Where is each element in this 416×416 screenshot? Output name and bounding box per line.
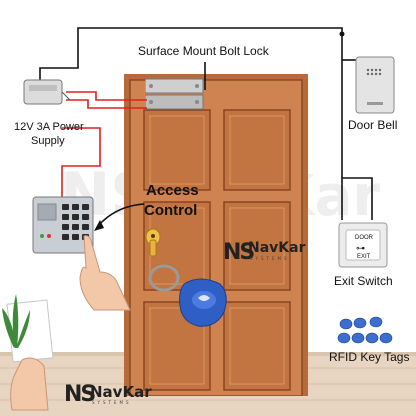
footer-logo-mark: NS <box>64 382 96 407</box>
door-bell-label: Door Bell <box>348 118 398 132</box>
access-control-label-2: Control <box>144 202 198 219</box>
hand-icon <box>79 235 131 311</box>
access-control-label-1: Access <box>146 182 199 199</box>
exit-switch-icon <box>338 222 388 268</box>
door-panel <box>223 109 291 191</box>
key-icon: ⊶ <box>356 243 365 253</box>
door-logo-sub: SYSTEMS <box>250 256 290 261</box>
rfid-key-tags-label: RFID Key Tags <box>329 350 410 364</box>
plant-icon <box>2 294 30 348</box>
pointer-arrow-icon <box>94 203 145 231</box>
keyhole-lock <box>145 228 161 257</box>
exit-switch-top-text: DOOR <box>355 235 373 241</box>
wire-red <box>66 91 147 101</box>
power-supply-label-2: Supply <box>31 135 65 147</box>
door-panel <box>223 201 291 291</box>
rfid-keyfob-icon <box>148 264 227 327</box>
exit-switch-label: Exit Switch <box>334 274 393 288</box>
wire-red <box>61 127 101 198</box>
door-panel <box>223 301 291 391</box>
door-logo-mark: NS <box>223 240 255 265</box>
rfid-key-tags-icon <box>337 316 393 344</box>
wire-red <box>66 99 147 109</box>
footer-logo-name: NavKar <box>90 383 152 401</box>
door-logo-name: NavKar <box>248 240 306 256</box>
exit-switch-bottom-text: EXIT <box>357 254 371 260</box>
access-control-keypad-icon <box>32 196 94 254</box>
power-supply-label-1: 12V 3A Power <box>14 121 84 133</box>
footer-logo-sub: SYSTEMS <box>92 400 132 405</box>
wire-black <box>342 177 373 220</box>
door-panel <box>143 109 211 191</box>
bolt-lock-icon <box>145 78 204 110</box>
power-supply-icon <box>23 79 71 105</box>
bolt-lock-label: Surface Mount Bolt Lock <box>136 44 271 58</box>
door <box>124 74 308 396</box>
door-bell-icon <box>355 56 395 114</box>
